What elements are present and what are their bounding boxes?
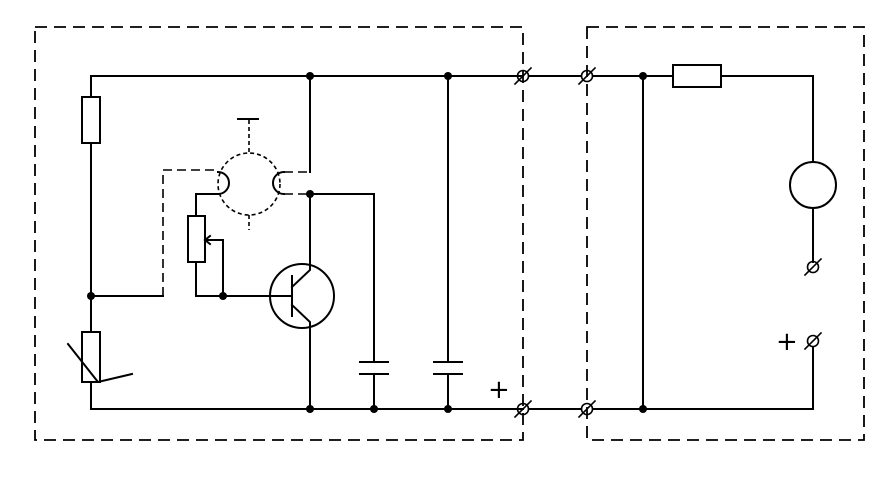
junction-right-top	[639, 72, 647, 80]
dashed-link-optocoupler	[162, 169, 218, 296]
left-enclosure	[34, 26, 524, 441]
junction-top-rail	[306, 72, 314, 80]
cap1-lead-top	[309, 193, 375, 363]
photo-device-left-electrode	[216, 170, 230, 196]
junction-cap2-top	[444, 72, 452, 80]
junction-cap1	[370, 405, 378, 413]
transistor-emitter	[290, 303, 311, 410]
right-top-wire	[720, 75, 814, 163]
photo-device-right-electrode	[272, 170, 286, 196]
right-plus-label: +	[776, 327, 798, 357]
meter-lamp	[789, 161, 837, 209]
series-resistor	[672, 64, 722, 88]
junction-right-bottom	[639, 405, 647, 413]
junction-pot	[219, 292, 227, 300]
right-enclosure	[586, 26, 865, 441]
junction-cap2-bottom	[444, 405, 452, 413]
right-bottom-wire	[592, 346, 814, 410]
transistor-collector	[290, 193, 311, 289]
top-left-resistor	[81, 96, 101, 144]
terminal-output-a	[803, 257, 823, 277]
pot-bottom-lead	[195, 261, 271, 297]
left-plus-label: +	[488, 375, 510, 405]
junction-emitter-bottom	[306, 405, 314, 413]
photo-device-envelope	[217, 152, 281, 216]
pot-wiper-arrow	[203, 234, 212, 246]
thermistor-slash	[66, 342, 134, 384]
pot-top-lead	[195, 193, 219, 217]
pot-wiper	[204, 239, 224, 297]
potentiometer	[187, 215, 206, 263]
